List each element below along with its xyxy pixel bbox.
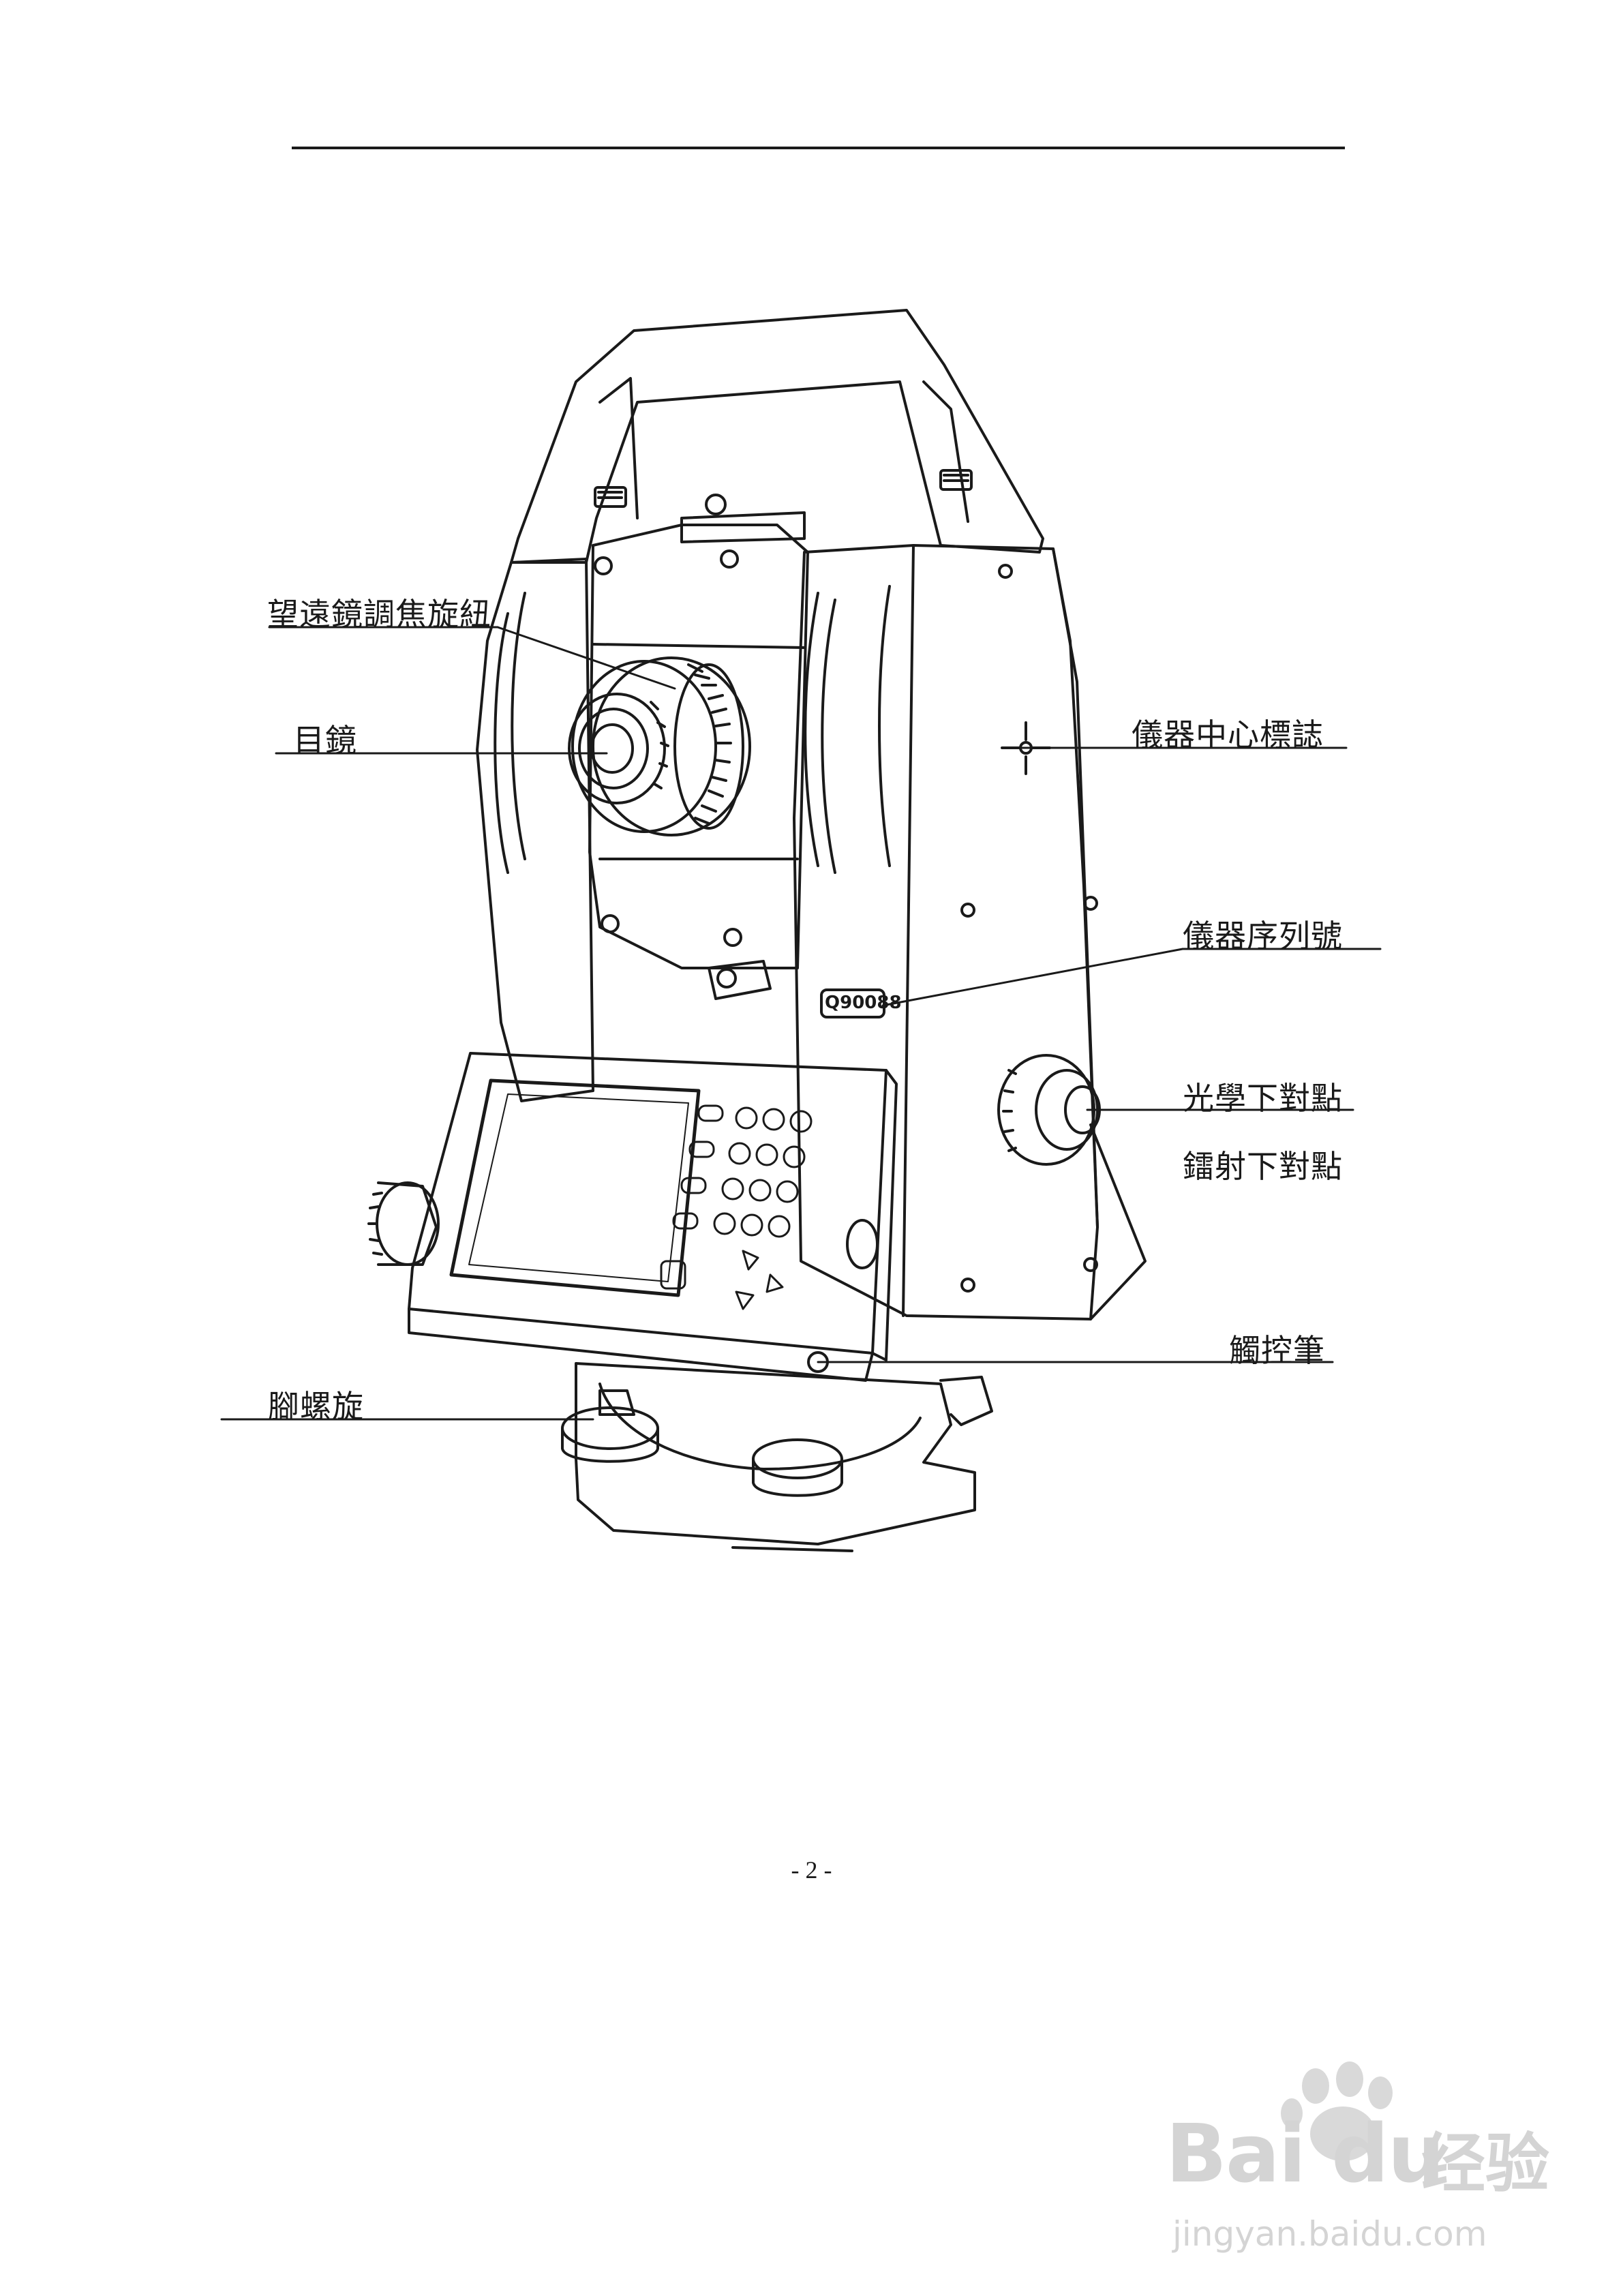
- label-instrument-center-mark: 儀器中心標誌: [1132, 716, 1324, 753]
- label-eyepiece: 目鏡: [293, 722, 357, 759]
- watermark-brand-cn: 经验: [1421, 2127, 1550, 2201]
- baidu-watermark: Bai du 经验 jingyan.baidu.com: [1152, 2059, 1561, 2263]
- telescope-housing: [588, 524, 809, 1000]
- label-telescope-focus-knob: 望遠鏡調焦旋紐: [267, 596, 491, 633]
- serial-plate: [820, 988, 885, 1018]
- control-panel: [408, 1052, 898, 1382]
- left-standard: [476, 558, 594, 1102]
- right-standard: [793, 544, 1147, 1320]
- label-optical-plummet: 光學下對點: [1183, 1080, 1343, 1117]
- watermark-url: jingyan.baidu.com: [1172, 2214, 1487, 2254]
- keypad: [660, 1104, 813, 1310]
- eyepiece-assembly: [568, 656, 751, 836]
- serial-plate-text: Q90088: [825, 993, 902, 1013]
- label-stylus: 觸控筆: [1229, 1332, 1325, 1369]
- header-rule: [292, 147, 1345, 149]
- label-serial-number: 儀器序列號: [1183, 918, 1343, 954]
- horizontal-clamp-knob: [367, 1181, 440, 1266]
- tribrach: [561, 1362, 993, 1552]
- page-number: - 2 -: [791, 1856, 832, 1884]
- leader-lines: [220, 626, 1382, 1421]
- watermark-brand: Bai du: [1166, 2106, 1445, 2201]
- optical-plummet-knob: [997, 1054, 1101, 1166]
- paw-logo-icon: [1281, 2061, 1393, 2161]
- label-laser-plummet: 鐳射下對點: [1183, 1148, 1343, 1185]
- label-foot-screw: 腳螺旋: [268, 1388, 364, 1425]
